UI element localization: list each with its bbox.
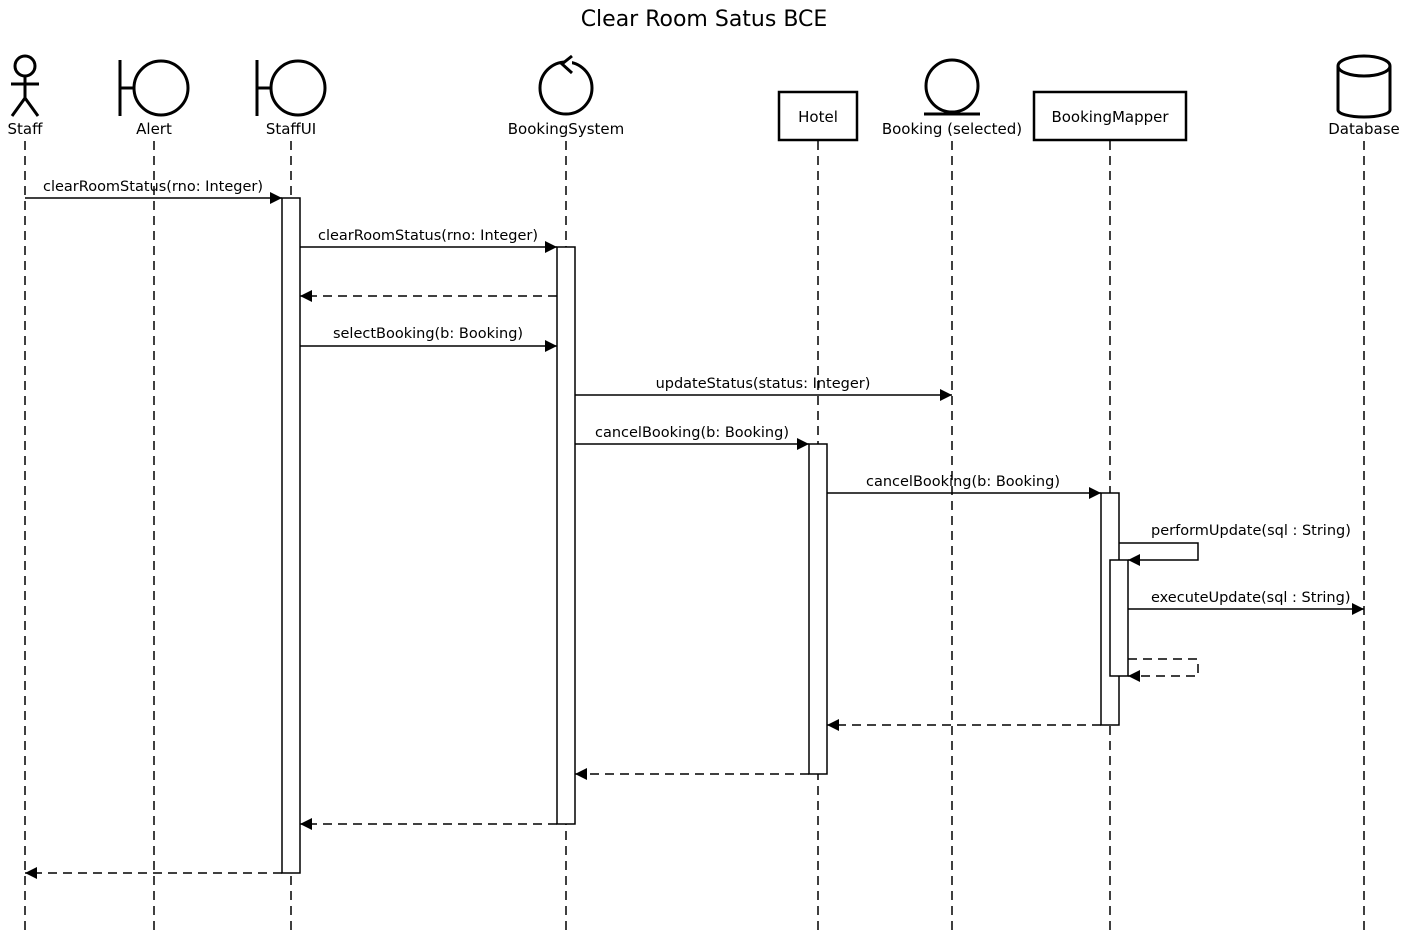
message-label: cancelBooking(b: Booking) <box>866 474 1060 490</box>
participant-bookingsystem-label: BookingSystem <box>508 120 624 138</box>
activation-bookingsystem <box>556 246 576 825</box>
database-icon <box>1336 54 1392 119</box>
control-icon <box>538 54 594 116</box>
participant-staff-label: Staff <box>8 120 44 138</box>
boundary-icon <box>118 59 190 117</box>
message-label: updateStatus(status: Integer) <box>656 376 871 392</box>
actor-icon <box>10 54 40 117</box>
message-label: selectBooking(b: Booking) <box>333 326 523 342</box>
participant-bookingmapper-label: BookingMapper <box>1051 108 1169 126</box>
message-label: clearRoomStatus(rno: Integer) <box>43 179 263 195</box>
participant-staffui-label: StaffUI <box>266 120 316 138</box>
participant-booking-label: Booking (selected) <box>882 120 1022 138</box>
self-message-arrow <box>1119 542 1199 566</box>
activation-hotel <box>808 443 828 775</box>
message-label: executeUpdate(sql : String) <box>1151 590 1350 606</box>
participant-hotel-label: Hotel <box>798 108 838 126</box>
diagram-title: Clear Room Satus BCE <box>581 7 828 32</box>
activation-staffui <box>281 197 301 874</box>
message-label: performUpdate(sql : String) <box>1151 523 1351 539</box>
participant-bookingmapper-box <box>1032 90 1188 142</box>
message-label: cancelBooking(b: Booking) <box>595 425 789 441</box>
participant-hotel-box <box>777 90 859 142</box>
self-return-arrow <box>1128 658 1199 682</box>
entity-icon <box>924 58 980 116</box>
boundary-icon <box>255 59 327 117</box>
activation-bookingmapper-nested <box>1109 559 1129 677</box>
message-label: clearRoomStatus(rno: Integer) <box>318 228 538 244</box>
participant-alert-label: Alert <box>136 120 172 138</box>
participant-database-label: Database <box>1328 120 1400 138</box>
